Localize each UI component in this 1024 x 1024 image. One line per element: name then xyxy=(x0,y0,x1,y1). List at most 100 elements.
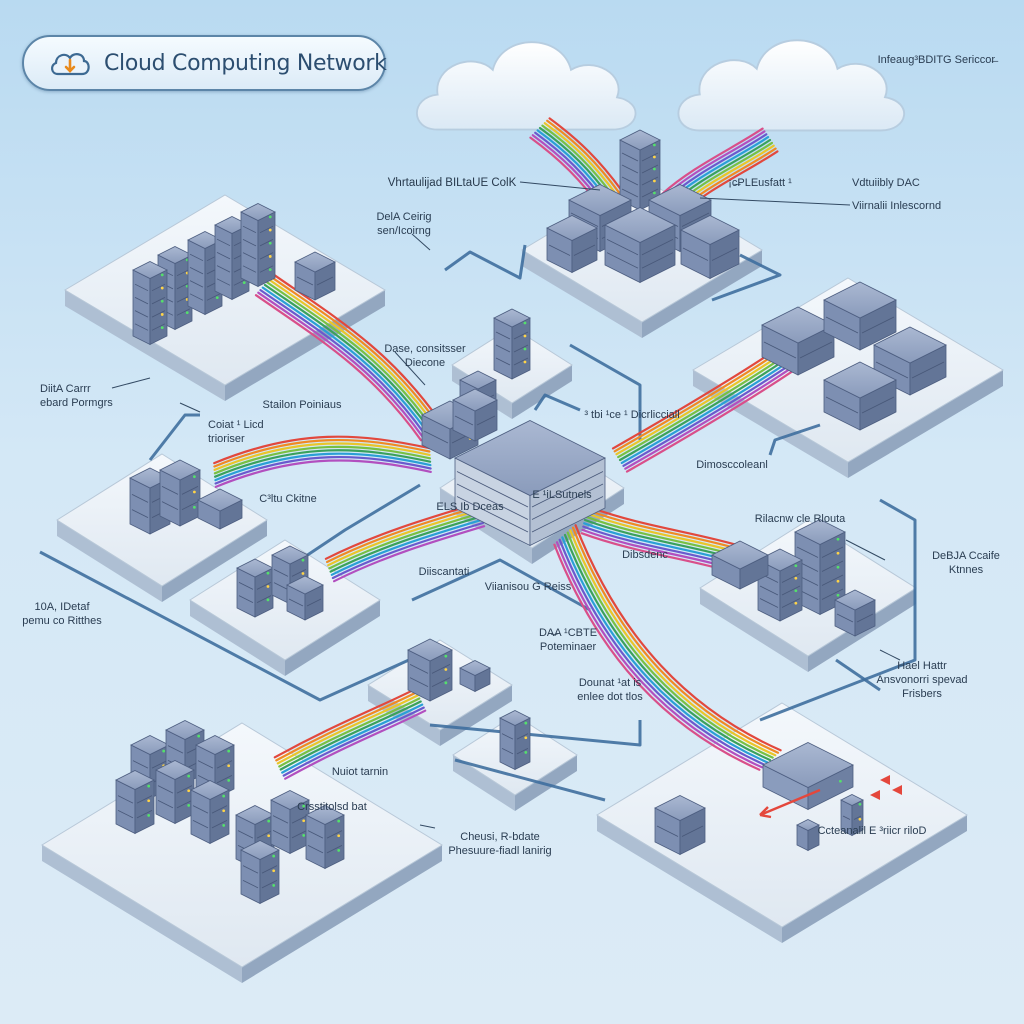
server-rack xyxy=(190,780,230,845)
label-dimoscoleand: Dimosccoleanl xyxy=(696,459,768,471)
conduit-line xyxy=(454,758,606,802)
label-dounat: Dounat ¹at is enlee dot tlos xyxy=(577,677,643,703)
title-banner: Cloud Computing Network xyxy=(22,35,387,91)
conduit-line xyxy=(569,343,642,440)
label-top-right: Infeaug³BDITG Sericcor̶ xyxy=(877,54,995,66)
server-block xyxy=(546,215,598,274)
link-arrowhead xyxy=(759,806,772,819)
server-block xyxy=(873,326,947,396)
server-rack xyxy=(132,261,168,346)
server-rack xyxy=(236,558,274,618)
server-rack xyxy=(270,790,310,855)
label-stadon-poiniaus: Stailon Poiniaus xyxy=(262,399,342,411)
label-hasl-hattr: Hael Hattr Ansvonorri spevad Frisbers xyxy=(876,660,968,700)
server-rack xyxy=(155,760,195,825)
central-hub-switch xyxy=(454,420,606,547)
server-rack xyxy=(499,710,531,771)
conduit-line xyxy=(835,658,881,692)
leader-line xyxy=(179,402,201,413)
server-unit xyxy=(654,795,706,856)
label-vituairly-dac: Vdtuiibly DAC xyxy=(852,177,920,189)
label-virnsou-reiss: Viianisou G Reiss xyxy=(484,581,572,593)
cable-bundle-bottom-right xyxy=(553,524,782,771)
server-rack xyxy=(240,203,276,288)
status-arrow xyxy=(870,790,880,800)
server-unit xyxy=(286,575,324,621)
label-data-obte: DA̶A ¹CBTE Poteminaer xyxy=(538,627,598,653)
cable-bundle-bottom-left xyxy=(273,688,427,780)
server-unit xyxy=(796,819,820,852)
server-unit xyxy=(711,540,769,590)
page-title: Cloud Computing Network xyxy=(104,51,387,76)
leader-line xyxy=(699,197,851,206)
label-dibsdenc: Dibsdenc xyxy=(622,549,668,561)
cable-bundle-right-upper xyxy=(611,347,794,473)
link-arrow xyxy=(759,788,821,817)
server-block xyxy=(823,281,897,351)
server-rack xyxy=(407,638,453,702)
server-rack xyxy=(305,805,345,870)
conduit-line xyxy=(759,498,917,722)
server-rack xyxy=(757,548,803,622)
leader-line xyxy=(845,539,886,561)
label-hub-a: ELS Ib Dceas xyxy=(436,501,504,513)
leader-line xyxy=(419,824,436,829)
label-diiscanfat: Diiscantati xyxy=(418,566,470,578)
conduit-line xyxy=(39,550,421,702)
conduit-line xyxy=(533,393,581,412)
label-cihu-ckilne: C³ltu Ckitne xyxy=(259,493,317,505)
status-arrow xyxy=(880,775,890,785)
leader-line xyxy=(111,377,151,389)
server-rack xyxy=(159,459,201,527)
conduit-line xyxy=(444,244,527,280)
conduit-line xyxy=(711,253,782,302)
label-data-centre-top: DelA Ceirig sen/Icoirng xyxy=(376,211,432,237)
switch-unit xyxy=(452,388,498,442)
server-rack xyxy=(493,308,531,380)
server-unit xyxy=(294,251,336,301)
cloud-left xyxy=(415,41,637,131)
conduit-line xyxy=(411,558,591,612)
server-block xyxy=(604,207,676,284)
label-rerccnmat: ³ tbi ¹ce ¹ Dicrlicciall xyxy=(584,409,680,421)
conduit-line xyxy=(299,483,421,562)
label-bottom-right: Ccteanalil E ³riicr riloD xyxy=(817,825,927,837)
leader-line xyxy=(411,233,431,251)
label-hub-b: E ¹iLSutnels xyxy=(532,489,592,501)
conduit-line xyxy=(148,413,200,461)
network-switch xyxy=(762,742,854,811)
platform-bottom-right xyxy=(596,702,968,943)
server-rack xyxy=(240,840,280,905)
label-data-cluster: Dase, consitsser Diecone xyxy=(384,343,466,369)
server-block xyxy=(761,306,835,376)
leader-line xyxy=(879,649,901,661)
leader-line xyxy=(519,181,601,191)
leader-line xyxy=(394,351,426,386)
label-data-centre-left: DiitA Carrr ebard Pormgrs xyxy=(40,383,113,409)
server-unit xyxy=(834,589,876,637)
label-virtual-top: Vhrtaulijad BILtaUE ColK xyxy=(387,177,517,189)
cloud-icon xyxy=(51,53,90,76)
label-nurot-tarn: Nuiot tarnin xyxy=(331,766,389,778)
label-rilacnw: Rilacnw cle Rlouta xyxy=(754,513,846,525)
label-cheust: Cheusi, R-bdate Phesuure-fiadl lanirig xyxy=(448,831,552,857)
server-rack xyxy=(115,770,155,835)
server-rack xyxy=(840,794,864,837)
server-block xyxy=(680,215,740,280)
label-cobat-tied: Coiat ¹ Licd trioriser xyxy=(208,419,264,445)
label-cloud-dac: ¡c̶PLEusfatt ¹ xyxy=(728,177,792,189)
label-crsstitolsd: Crsstitolsd bat xyxy=(297,801,367,813)
cloud-right xyxy=(677,39,905,132)
conduit-line xyxy=(768,423,821,456)
server-rack xyxy=(794,519,846,616)
label-data-left-mid: 10A, IDetaf pemu co Ritthes xyxy=(22,601,102,627)
label-virtual-interconnect: Viirnalii Inlescornd xyxy=(852,200,942,212)
server-unit xyxy=(459,660,491,693)
server-unit xyxy=(197,488,243,530)
server-block xyxy=(823,361,897,431)
cable-bundle-top-left xyxy=(254,273,441,442)
label-data-centre-right: DeBJA Ccaife Ktnnes xyxy=(932,550,1000,576)
cable-bundle-left-mid xyxy=(213,435,432,488)
